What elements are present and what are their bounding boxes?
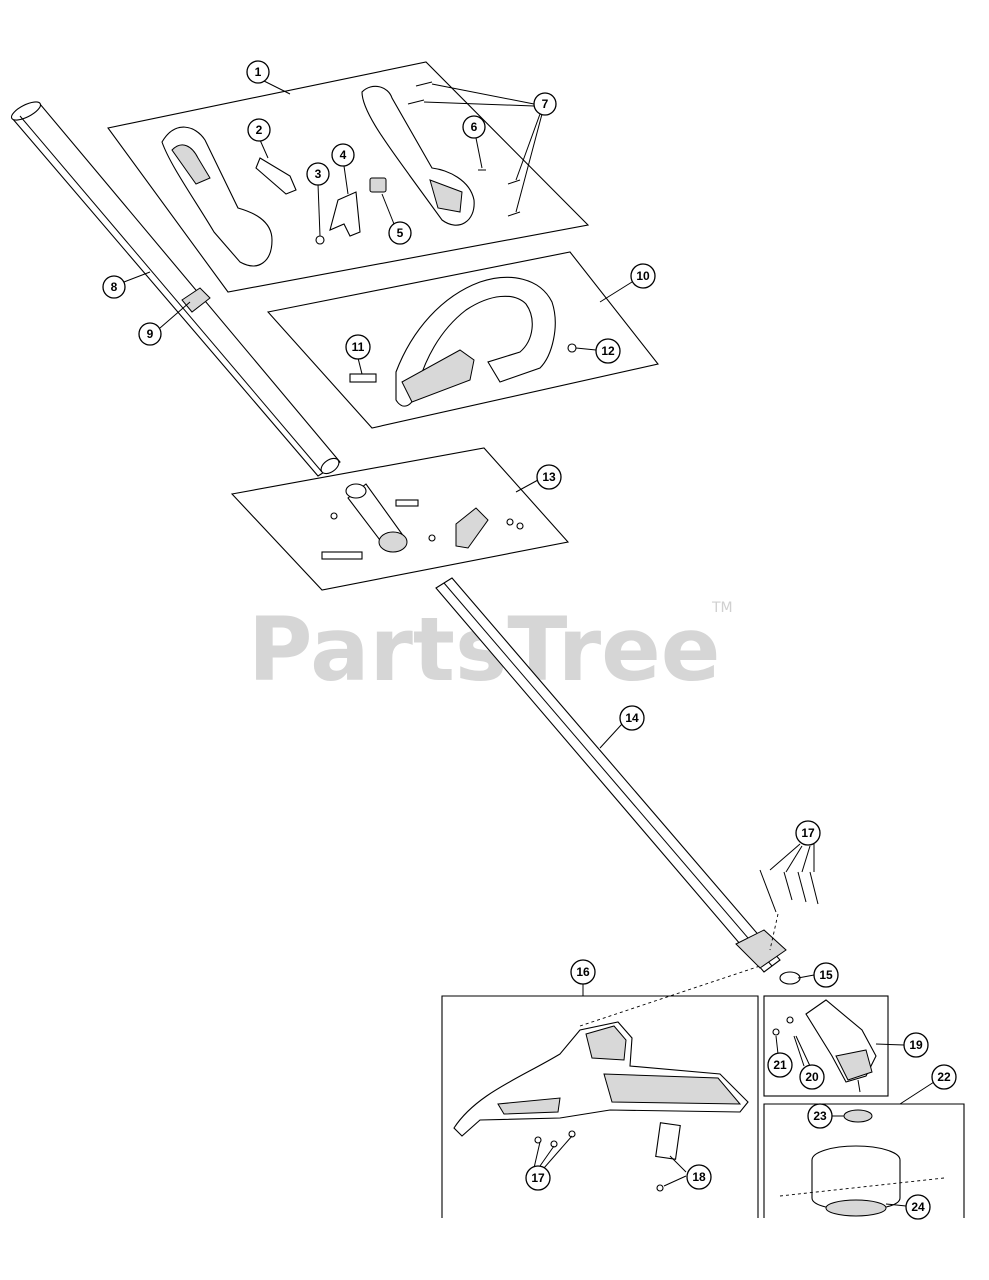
callout-13-label: 13 — [542, 470, 556, 484]
shaft-screws — [759, 869, 819, 951]
lower-shaft — [435, 577, 801, 985]
callout-1: 1 — [246, 60, 270, 84]
callout-9: 9 — [138, 322, 162, 346]
callout-18-label: 18 — [692, 1170, 706, 1184]
watermark-text: PartsTree — [248, 598, 720, 701]
callout-19: 19 — [903, 1032, 929, 1058]
callout-23: 23 — [807, 1103, 833, 1129]
callout-11-label: 11 — [352, 340, 365, 354]
panel-trimmer-head — [763, 1103, 965, 1218]
callout-22: 22 — [931, 1064, 957, 1090]
callout-15-label: 15 — [819, 968, 833, 982]
callout-4-label: 4 — [340, 148, 347, 162]
callout-11: 11 — [345, 334, 371, 360]
callout-22-label: 22 — [937, 1070, 951, 1084]
callout-2-label: 2 — [256, 123, 263, 137]
callout-6-label: 6 — [471, 120, 478, 134]
callout-13: 13 — [536, 464, 562, 490]
panel-assist-handle — [266, 251, 659, 429]
callout-1-label: 1 — [255, 65, 262, 79]
callout-12: 12 — [595, 338, 621, 364]
callout-20: 20 — [799, 1064, 825, 1090]
callout-2: 2 — [247, 118, 271, 142]
panel-coupler — [230, 447, 570, 591]
callout-17-lower: 17 — [525, 1165, 551, 1191]
panel-handle-housing — [107, 61, 590, 293]
callout-23-label: 23 — [813, 1109, 827, 1123]
callout-5-label: 5 — [397, 226, 404, 240]
callout-4: 4 — [331, 143, 355, 167]
callout-7: 7 — [533, 92, 557, 116]
watermark-trademark: TM — [711, 600, 733, 616]
callout-15: 15 — [813, 962, 839, 988]
callout-21: 21 — [767, 1052, 793, 1078]
callout-8-label: 8 — [111, 280, 118, 294]
callout-9-label: 9 — [147, 327, 154, 341]
callout-24: 24 — [905, 1194, 931, 1220]
callout-18: 18 — [686, 1164, 712, 1190]
callout-14-label: 14 — [625, 711, 639, 725]
callout-24-label: 24 — [911, 1200, 925, 1214]
panel-guard — [441, 965, 761, 1218]
callout-21-label: 21 — [773, 1058, 787, 1072]
callout-10-label: 10 — [636, 269, 650, 283]
callout-6: 6 — [462, 115, 486, 139]
upper-shaft — [10, 101, 341, 477]
panel-gear-head — [763, 995, 889, 1097]
callout-17-upper-label: 17 — [801, 826, 815, 840]
callout-5: 5 — [388, 221, 412, 245]
callout-14: 14 — [619, 705, 645, 731]
callout-8: 8 — [102, 275, 126, 299]
callout-3: 3 — [306, 162, 330, 186]
callout-17-upper: 17 — [795, 820, 821, 846]
callout-19-label: 19 — [909, 1038, 923, 1052]
callout-10: 10 — [630, 263, 656, 289]
callout-3-label: 3 — [315, 167, 322, 181]
callout-12-label: 12 — [601, 344, 615, 358]
callout-16-label: 16 — [576, 965, 590, 979]
callout-20-label: 20 — [805, 1070, 819, 1084]
callout-7-label: 7 — [542, 97, 549, 111]
callouts: 1 2 3 4 5 6 7 — [102, 60, 957, 1220]
callout-17-lower-label: 17 — [531, 1171, 545, 1185]
callout-16: 16 — [570, 959, 596, 985]
